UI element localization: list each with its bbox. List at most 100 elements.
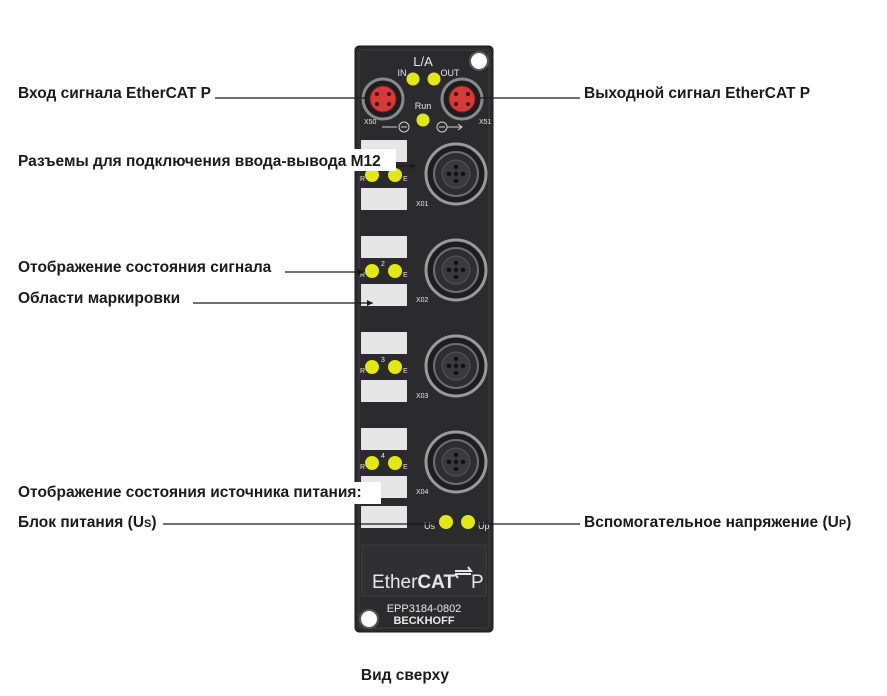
marking-field-lower (361, 188, 407, 210)
led-e-label: E (403, 368, 408, 375)
out-direction-icon (436, 121, 463, 133)
led-la-out (427, 72, 441, 86)
logo-cat: CAT (417, 572, 455, 593)
port-number: 4 (381, 453, 385, 460)
marking-field-lower (361, 284, 407, 306)
led-e (388, 456, 402, 470)
led-r-label: R (360, 464, 365, 471)
label-marking-areas: Области маркировки (18, 290, 180, 307)
label-power-us-prefix: Блок питания (U (18, 514, 144, 531)
ethercat-in-connector (361, 77, 405, 121)
led-r-label: R (360, 272, 365, 279)
led-e (388, 264, 402, 278)
m12-pin-4 (446, 171, 452, 177)
m12-pin-1 (453, 260, 459, 266)
m12-pin-5 (453, 171, 459, 177)
m12-pin-4 (446, 459, 452, 465)
led-r (365, 168, 379, 182)
caption-top-view: Вид сверху (361, 667, 450, 684)
mounting-hole-top (469, 51, 489, 71)
m12-pin-5 (453, 267, 459, 273)
marking-field-lower (361, 380, 407, 402)
port-id-label: X03 (416, 393, 429, 400)
label-power-background (16, 482, 381, 504)
m12-pin-3 (453, 274, 459, 280)
m12-pin-4 (446, 267, 452, 273)
brand-name: BECKHOFF (393, 615, 454, 627)
logo-ether: Ether (372, 572, 418, 593)
led-r (365, 456, 379, 470)
port-id-label: X04 (416, 489, 429, 496)
logo-arrow-icon (454, 566, 473, 579)
led-up (461, 515, 475, 529)
label-aux-suffix: ) (846, 514, 851, 531)
label-aux-sub: P (839, 518, 846, 530)
led-e (388, 360, 402, 374)
label-power-us-sub: S (144, 518, 151, 530)
label-aux-voltage: Вспомогательное напряжение (UP) (584, 514, 851, 531)
label-power-us: Блок питания (US) (18, 514, 157, 531)
marking-field-power (361, 506, 407, 528)
label-ethercat-out: Выходной сигнал EtherCAT P (584, 85, 810, 102)
m12-pin-1 (453, 452, 459, 458)
label-m12-background (16, 149, 396, 171)
led-r (365, 360, 379, 374)
led-r-label: R (360, 368, 365, 375)
run-label: Run (415, 101, 432, 111)
x50-label: X50 (364, 119, 377, 126)
port-number: 3 (381, 357, 385, 364)
m12-pin-3 (453, 178, 459, 184)
leader-m12-arrow-icon (410, 163, 416, 169)
led-r (365, 264, 379, 278)
led-e-label: E (403, 464, 408, 471)
la-label: L/A (413, 54, 433, 69)
model-number: EPP3184-0802 (387, 603, 462, 615)
led-e-label: E (403, 272, 408, 279)
power-status: Us Up (361, 506, 490, 531)
label-ethercat-in: Вход сигнала EtherCAT P (18, 85, 211, 102)
out-label: OUT (441, 68, 461, 78)
marking-field-upper (361, 236, 407, 258)
up-label: Up (478, 521, 490, 531)
m12-pin-5 (453, 459, 459, 465)
led-la-in (406, 72, 420, 86)
mounting-hole-bottom (359, 609, 379, 629)
us-label: Us (424, 521, 435, 531)
led-e-label: E (403, 176, 408, 183)
marking-field-upper (361, 428, 407, 450)
in-label: IN (398, 68, 407, 78)
m12-pin-2 (460, 363, 466, 369)
m12-pin-2 (460, 459, 466, 465)
label-signal-status: Отображение состояния сигнала (18, 259, 272, 276)
port-id-label: X01 (416, 201, 429, 208)
marking-field-upper (361, 332, 407, 354)
m12-pin-3 (453, 466, 459, 472)
m12-pin-2 (460, 171, 466, 177)
ethercat-p-logo: EtherCAT P (372, 566, 484, 593)
port-number: 2 (381, 261, 385, 268)
m12-pin-1 (453, 164, 459, 170)
m12-pin-1 (453, 356, 459, 362)
m12-pin-4 (446, 363, 452, 369)
m12-pin-3 (453, 370, 459, 376)
leader-signal-arrow-icon (358, 269, 364, 275)
label-m12-connectors: Разъемы для подключения ввода-вывода M12 (18, 153, 381, 170)
label-aux-prefix: Вспомогательное напряжение (U (584, 514, 839, 531)
port-id-label: X02 (416, 297, 429, 304)
leader-lines (163, 97, 580, 525)
label-power-us-suffix: ) (151, 514, 156, 531)
ethercat-section: L/A IN OUT Run X50 X51 (361, 54, 492, 133)
m12-pin-2 (460, 267, 466, 273)
io-ports: RE1X01RE2X02RE3X03RE4X04 (360, 140, 488, 498)
leader-marking-arrow-icon (367, 300, 373, 306)
x51-label: X51 (479, 119, 492, 126)
led-us (439, 515, 453, 529)
in-direction-icon (382, 121, 410, 133)
led-r-label: R (360, 176, 365, 183)
led-e (388, 168, 402, 182)
label-power-status: Отображение состояния источника питания: (18, 484, 362, 501)
